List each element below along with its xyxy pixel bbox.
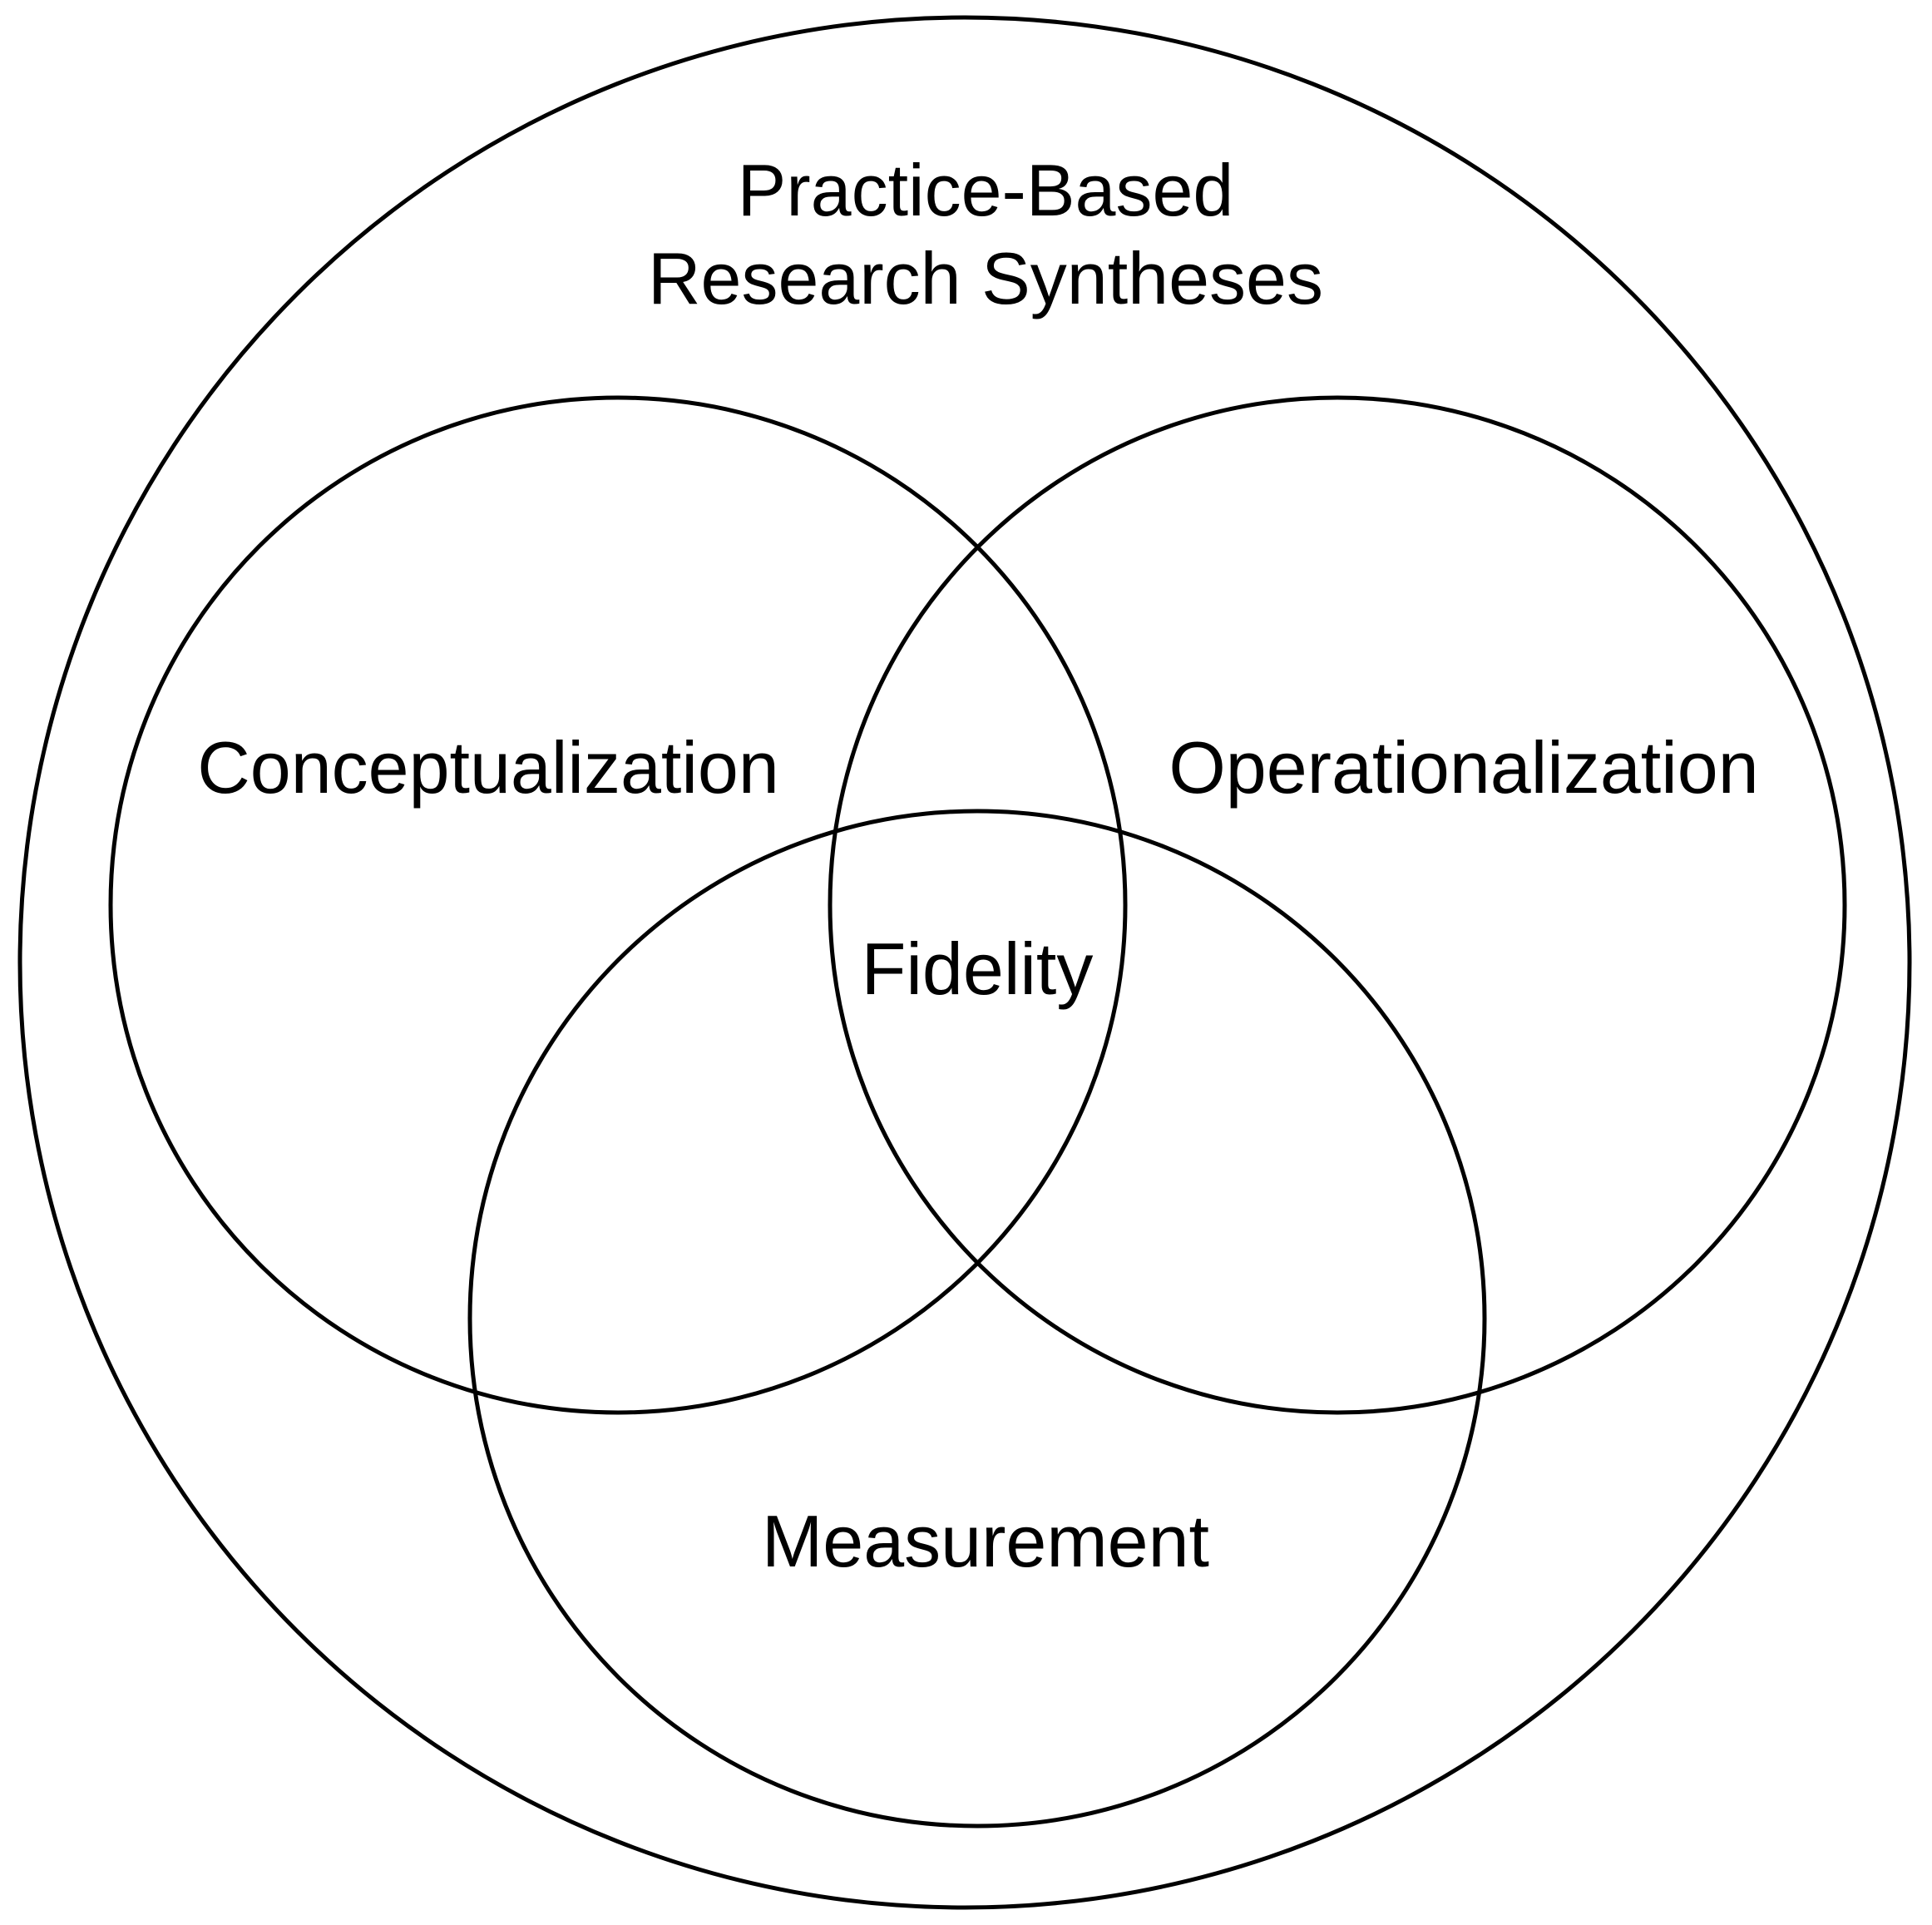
set-label-conceptualization: Conceptualization	[197, 726, 779, 809]
circle-operationalization	[828, 395, 1847, 1415]
set-label-operationalization: Operationalization	[1169, 726, 1758, 809]
outer-circle-practice-based-research-syntheses	[17, 15, 1912, 1910]
circle-conceptualization	[108, 395, 1128, 1415]
outer-title-line-2: Research Syntheses	[648, 237, 1323, 319]
outer-title-line-1: Practice-Based	[738, 149, 1234, 231]
set-label-measurement: Measurement	[762, 1500, 1209, 1582]
intersection-label-fidelity: Fidelity	[862, 928, 1094, 1010]
circle-measurement	[467, 809, 1487, 1829]
